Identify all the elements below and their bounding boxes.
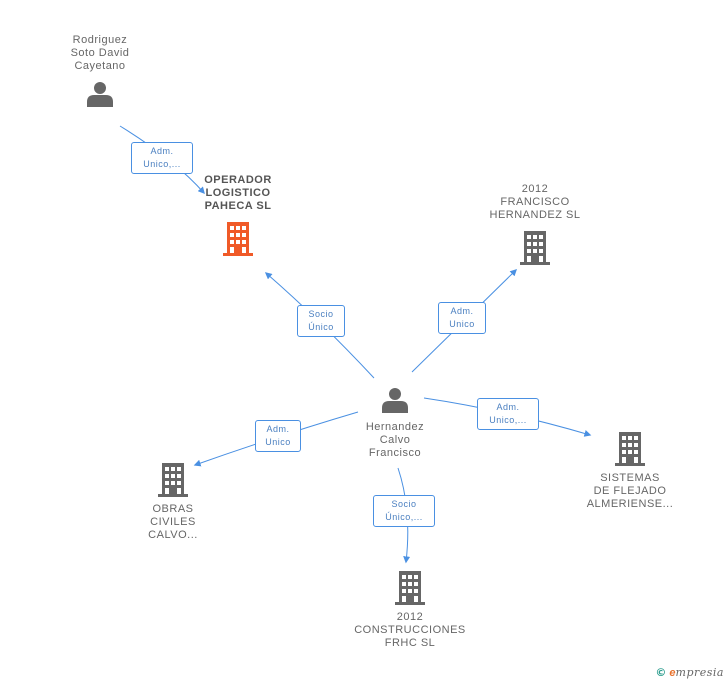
node-francisco2012-name: 2012 FRANCISCO HERNANDEZ SL	[489, 183, 581, 221]
relation-label-hernandez-francisco[interactable]: Adm. Unico	[438, 302, 486, 334]
relation-label-rodriguez-operador[interactable]: Adm. Unico,...	[131, 142, 193, 174]
relation-label-hernandez-obras[interactable]: Adm. Unico	[255, 420, 301, 452]
relation-label-hernandez-sistemas[interactable]: Adm. Unico,...	[477, 398, 539, 430]
node-francisco2012[interactable]: 2012 FRANCISCO HERNANDEZ SL	[475, 183, 595, 266]
node-hernandez[interactable]: Hernandez Calvo Francisco	[340, 385, 450, 460]
node-sistemas-name: SISTEMAS DE FLEJADO ALMERIENSE...	[586, 472, 674, 510]
node-operador[interactable]: OPERADOR LOGISTICO PAHECA SL	[183, 174, 293, 257]
relation-label-hernandez-operador[interactable]: Socio Único	[297, 305, 345, 337]
node-rodriguez-name: Rodriguez Soto David Cayetano	[70, 34, 130, 72]
building-icon	[615, 432, 645, 466]
person-icon	[382, 388, 408, 413]
building-icon	[395, 571, 425, 605]
node-sistemas[interactable]: SISTEMAS DE FLEJADO ALMERIENSE...	[570, 431, 690, 511]
brand-name: mpresia	[675, 666, 724, 679]
node-construcciones-name: 2012 CONSTRUCCIONES FRHC SL	[354, 611, 466, 649]
brand-logo-e: e	[669, 667, 676, 679]
node-hernandez-name: Hernandez Calvo Francisco	[365, 421, 425, 459]
footer-brand: © empresia	[655, 666, 724, 679]
building-icon	[158, 463, 188, 497]
building-icon	[520, 231, 550, 265]
copyright-icon: ©	[655, 666, 667, 679]
node-rodriguez[interactable]: Rodriguez Soto David Cayetano	[50, 34, 150, 109]
node-operador-name: OPERADOR LOGISTICO PAHECA SL	[204, 174, 272, 212]
person-icon	[87, 82, 113, 107]
node-construcciones[interactable]: 2012 CONSTRUCCIONES FRHC SL	[345, 570, 475, 650]
building-icon	[223, 222, 253, 256]
node-obras-name: OBRAS CIVILES CALVO...	[148, 503, 198, 541]
node-obras[interactable]: OBRAS CIVILES CALVO...	[123, 462, 223, 542]
relation-label-hernandez-construcciones[interactable]: Socio Único,...	[373, 495, 435, 527]
